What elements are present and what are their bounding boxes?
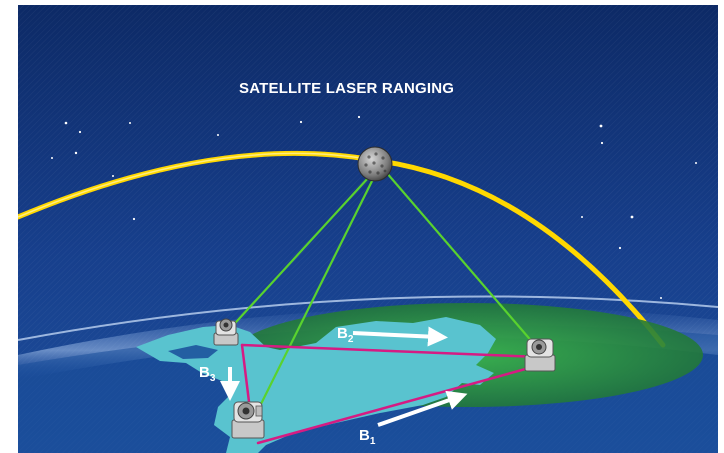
star: [357, 115, 361, 119]
star: [74, 151, 78, 155]
laser-beam-station-3: [378, 163, 542, 353]
baselines: [240, 343, 542, 445]
arrow-b1: [377, 390, 468, 427]
baseline-b1-line: [256, 363, 542, 445]
star: [64, 121, 68, 125]
star: [630, 215, 634, 219]
label-b1: B1: [359, 427, 376, 447]
inlet: [168, 345, 218, 359]
star: [299, 120, 303, 124]
star: [600, 141, 604, 145]
star: [132, 217, 136, 221]
star: [129, 122, 131, 124]
diagram-title: SATELLITE LASER RANGING: [239, 80, 454, 97]
star: [618, 246, 622, 250]
stars: [51, 115, 697, 299]
ground-station-3: [524, 338, 556, 372]
earth-horizon-line: [18, 295, 718, 341]
baseline-b3-line: [240, 343, 252, 412]
direction-arrows: [220, 326, 468, 427]
slr-diagram-frame: SATELLITE LASER RANGING B2 B3 B1: [18, 5, 718, 453]
laser-beam-station-2: [256, 163, 382, 412]
laser-beams: [224, 163, 542, 412]
star: [51, 157, 53, 159]
star: [112, 175, 114, 177]
satellite-orbit-highlight: [18, 152, 374, 218]
slr-diagram: SATELLITE LASER RANGING B2 B3 B1: [18, 5, 718, 453]
star: [599, 124, 603, 128]
star: [78, 130, 82, 134]
label-b2: B2: [337, 325, 354, 345]
arrow-b2: [352, 326, 448, 347]
satellite: [357, 146, 393, 182]
star: [660, 297, 662, 299]
star: [217, 134, 219, 136]
baseline-b2-line: [240, 343, 542, 359]
laser-beam-station-1: [224, 163, 382, 335]
ground-station-1: [213, 318, 239, 346]
label-b3: B3: [199, 364, 216, 384]
star: [695, 162, 697, 164]
star: [581, 216, 583, 218]
ground-station-2: [231, 401, 265, 439]
